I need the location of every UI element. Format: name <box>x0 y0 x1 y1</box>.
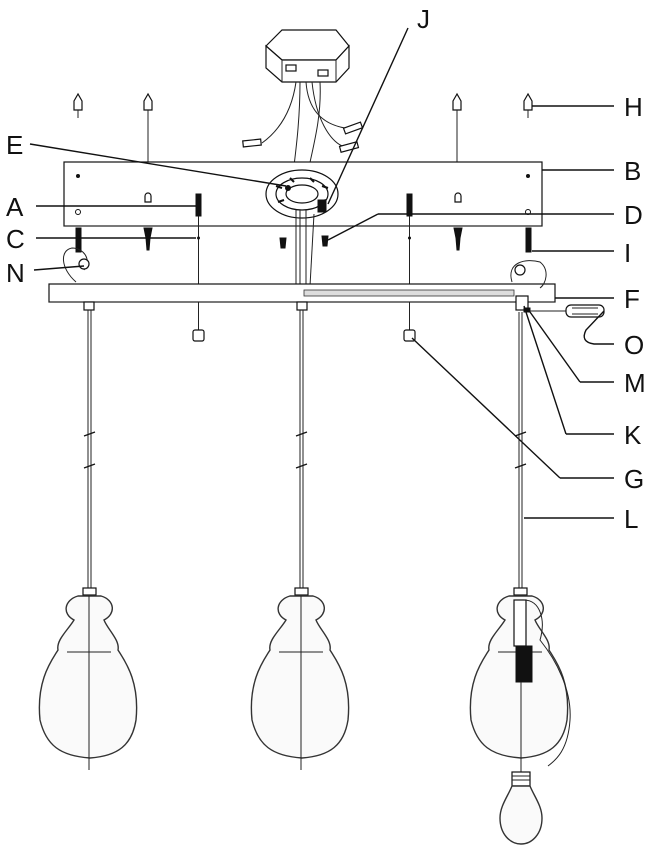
label-j: J <box>417 4 430 34</box>
screwdriver-o <box>530 304 605 318</box>
label-l: L <box>624 504 638 534</box>
label-h: H <box>624 92 643 122</box>
light-bulb <box>499 771 543 845</box>
ground-loop-n <box>63 247 547 289</box>
screw-i <box>75 227 532 253</box>
label-o: O <box>624 330 644 360</box>
cord-strain-relief-k <box>83 295 529 311</box>
label-k: K <box>624 420 642 450</box>
glass-shade-center <box>250 587 350 770</box>
threaded-rod-c <box>197 216 411 330</box>
cable-bundle <box>295 210 315 287</box>
wall-anchor-h <box>73 92 533 162</box>
junction-box <box>265 29 350 83</box>
label-g: G <box>624 464 644 494</box>
bolt-d <box>279 235 329 249</box>
label-a: A <box>6 192 24 222</box>
label-m: M <box>624 368 646 398</box>
supply-wires <box>242 81 364 191</box>
label-i: I <box>624 238 631 268</box>
leader-lines <box>29 27 614 519</box>
label-n: N <box>6 258 25 288</box>
cap-nut-g <box>192 329 416 342</box>
canopy-f <box>48 283 556 303</box>
center-ring-e <box>265 169 339 219</box>
glass-shade-right <box>469 587 571 772</box>
set-screw-m <box>523 307 531 313</box>
label-e: E <box>6 130 23 160</box>
glass-shade-left <box>38 587 138 770</box>
label-c: C <box>6 224 25 254</box>
label-f: F <box>624 284 640 314</box>
label-d: D <box>624 200 643 230</box>
label-b: B <box>624 156 641 186</box>
pendant-cord-l <box>83 310 527 590</box>
